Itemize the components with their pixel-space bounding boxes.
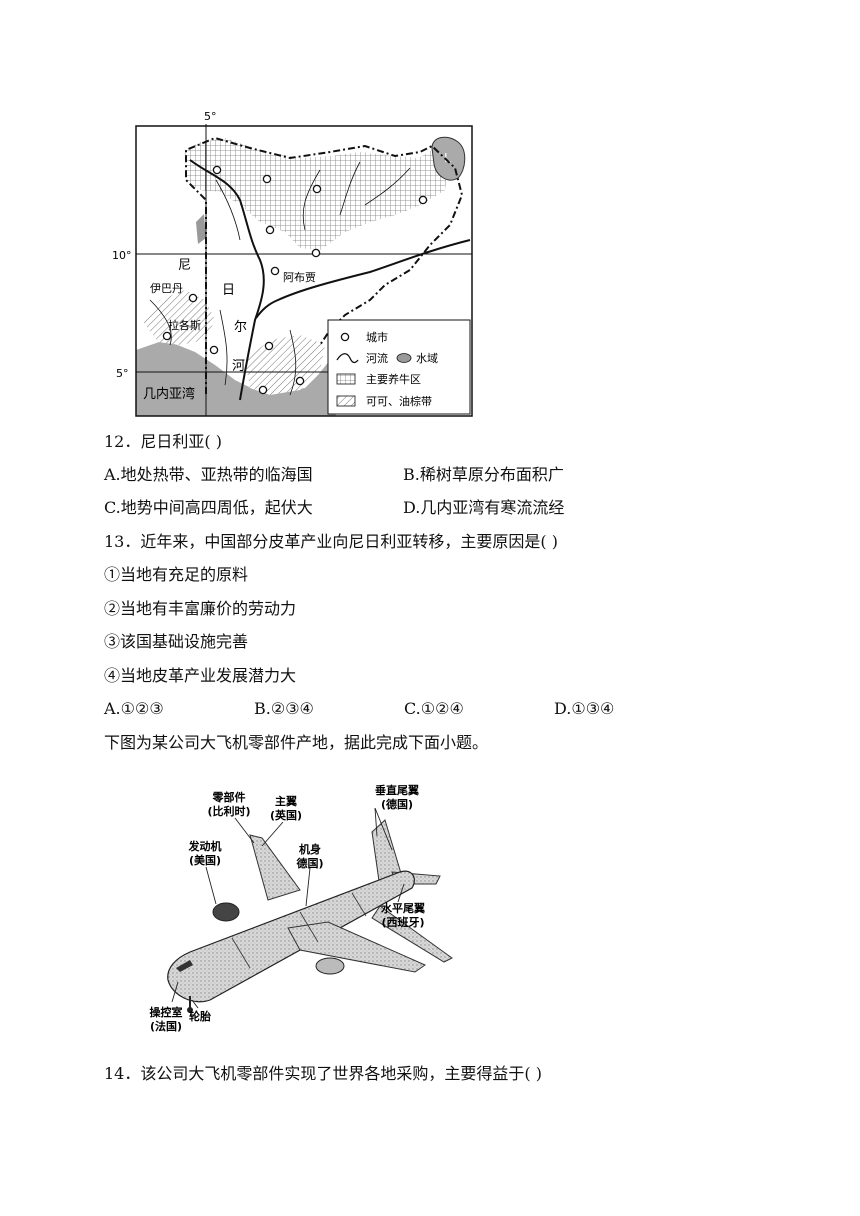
q14-stem: 14．该公司大飞机零部件实现了世界各地采购，主要得益于( ) [104,1064,542,1083]
river-char-3: 尔 [234,320,247,335]
lat-5-label: 5° [116,367,129,380]
q12-option-d[interactable]: D.几内亚湾有寒流流经 [403,498,565,517]
map-legend: 城市 河流 水域 主要养牛区 可可、油棕带 [327,319,471,415]
label-cockpit: 操控室 [150,1005,183,1019]
river-char-4: 河 [232,359,245,374]
city-markers [162,165,428,395]
legend-river: 河流 [366,351,388,365]
q12-option-b[interactable]: B.稀树草原分布面积广 [403,465,564,484]
q12-stem: 12．尼日利亚( ) [104,432,222,451]
label-fuselage-country: 德国) [295,856,323,870]
river-char-1: 尼 [178,258,191,273]
q13-statement-3: ③该国基础设施完善 [104,632,249,651]
cocoa-palm-belt-east [245,335,325,395]
q13-statement-2: ②当地有丰富廉价的劳动力 [104,599,297,618]
q13-statement-1: ①当地有充足的原料 [104,565,249,584]
gulf-of-guinea-area [136,340,336,416]
legend-water: 水域 [416,352,438,365]
legend-city: 城市 [366,330,388,344]
label-htail-country: (西班牙) [381,915,424,929]
city-abuja: 阿布贾 [283,271,316,284]
q13-statement-4: ④当地皮革产业发展潜力大 [104,666,297,685]
cocoa-palm-belt-west [142,290,215,345]
city-lagos: 拉各斯 [168,318,201,332]
label-engine-country: (美国) [189,853,221,867]
legend-cocoa: 可可、油棕带 [366,394,432,408]
city-ibadan: 伊巴丹 [150,282,183,295]
label-fuselage: 机身 [299,842,321,856]
rivers [149,159,471,401]
label-parts: 零部件 [212,790,246,804]
label-engine: 发动机 [188,839,222,853]
q12-option-c[interactable]: C.地势中间高四周低，起伏大 [104,498,313,517]
lon-5-label: 5° [204,110,217,123]
q13-option-c[interactable]: C.①②④ [404,699,464,718]
river-char-2: 日 [222,283,235,298]
cattle-region [185,138,448,250]
label-wing: 主翼 [275,794,297,808]
legend-cattle: 主要养牛区 [366,372,421,386]
plane-intro: 下图为某公司大飞机零部件产地，据此完成下面小题。 [104,733,489,752]
q12-option-a[interactable]: A.地处热带、亚热带的临海国 [104,465,313,484]
q13-option-a[interactable]: A.①②③ [104,699,164,718]
label-htail: 水平尾翼 [381,901,425,915]
label-vtail-country: (德国) [381,797,413,811]
nigeria-map: 5° 10° 5° L [112,110,473,417]
label-wing-country: (英国) [270,808,302,822]
lat-10-label: 10° [112,249,132,262]
label-tire: 轮胎 [189,1009,211,1023]
gulf-label: 几内亚湾 [143,386,195,402]
q13-option-d[interactable]: D.①③④ [554,699,615,718]
lake-label: L [444,151,451,165]
q13-stem: 13．近年来，中国部分皮革产业向尼日利亚转移，主要原因是( ) [104,532,558,551]
airplane-parts-figure: 零部件 (比利时) 主翼 (英国) 垂直尾翼 (德国) 发动机 (美国) 机身 … [150,783,453,1033]
lake-chad [431,136,466,181]
label-cockpit-country: (法国) [150,1019,182,1033]
nigeria-border [185,136,464,394]
label-parts-country: (比利时) [207,804,250,818]
label-vtail: 垂直尾翼 [375,783,419,797]
q13-option-b[interactable]: B.②③④ [254,699,314,718]
kainji-reservoir [196,214,206,244]
